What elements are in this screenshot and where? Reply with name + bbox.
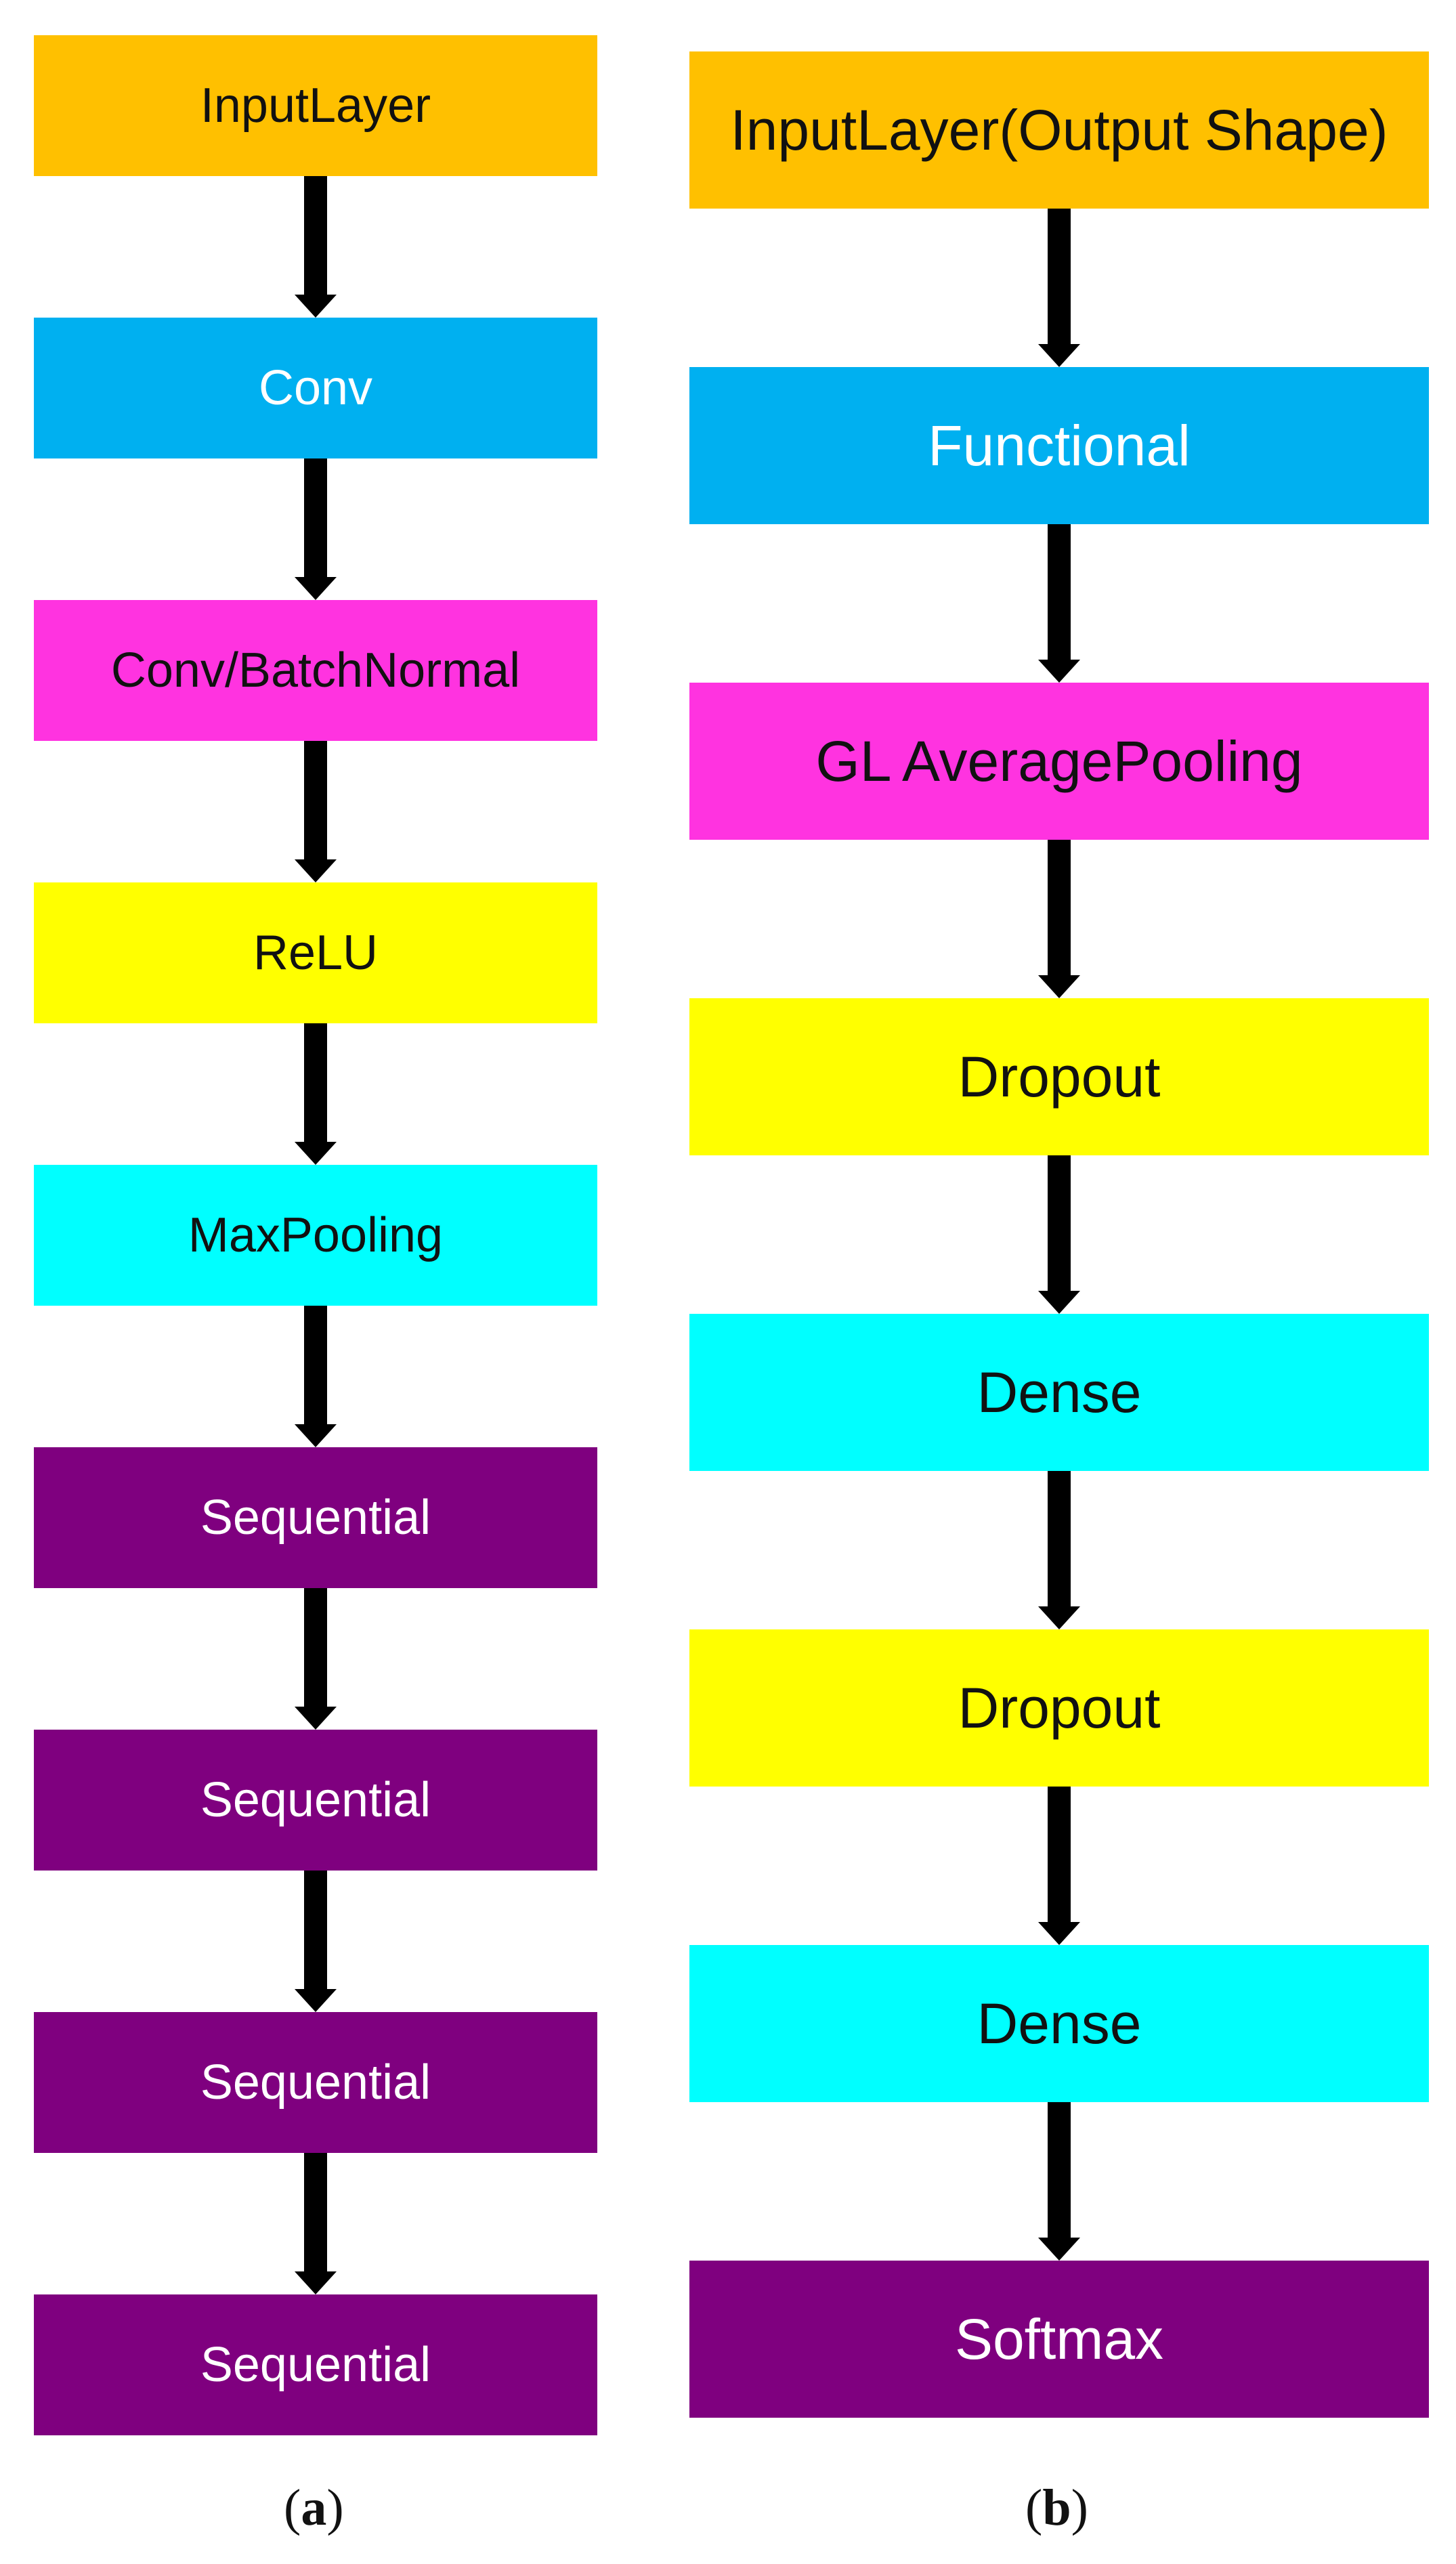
arrow-down-icon: [295, 1871, 337, 2012]
layer-box: Dropout: [689, 998, 1429, 1155]
flow-arrow: [1038, 524, 1080, 683]
arrow-down-icon: [295, 1023, 337, 1165]
flow-arrow: [295, 1871, 337, 2012]
arrow-head: [295, 1424, 337, 1447]
layer-box: Dense: [689, 1945, 1429, 2102]
layer-box: Softmax: [689, 2261, 1429, 2418]
arrow-down-icon: [295, 176, 337, 318]
layer-box: Sequential: [34, 1730, 597, 1871]
arrow-down-icon: [295, 1306, 337, 1447]
arrow-head: [1038, 2238, 1080, 2261]
flow-arrow: [1038, 209, 1080, 367]
layer-box: ReLU: [34, 882, 597, 1023]
arrow-head: [1038, 1291, 1080, 1314]
arrow-down-icon: [295, 741, 337, 882]
flow-arrow: [295, 1588, 337, 1730]
layer-box: Sequential: [34, 1447, 597, 1588]
arrow-head: [1038, 1606, 1080, 1629]
layer-label: GL AveragePooling: [815, 729, 1303, 793]
arrow-down-icon: [1038, 209, 1080, 367]
arrow-shaft: [1048, 1471, 1071, 1606]
layer-label: Dropout: [958, 1675, 1161, 1740]
flow-arrow: [295, 1023, 337, 1165]
layer-label: Conv/BatchNormal: [110, 643, 521, 698]
arrow-head: [1038, 660, 1080, 683]
layer-box: Sequential: [34, 2012, 597, 2153]
layer-label: MaxPooling: [188, 1208, 444, 1262]
arrow-head: [295, 1142, 337, 1165]
arrow-head: [1038, 1922, 1080, 1945]
layer-label: Sequential: [200, 2055, 431, 2110]
layer-box: InputLayer: [34, 35, 597, 176]
arrow-shaft: [304, 1871, 327, 1989]
arrow-shaft: [304, 741, 327, 859]
flow-arrow: [1038, 1787, 1080, 1945]
layer-box: GL AveragePooling: [689, 683, 1429, 840]
arrow-shaft: [304, 458, 327, 577]
layer-box: Conv: [34, 318, 597, 458]
layer-label: Sequential: [200, 1773, 431, 1827]
arrow-head: [295, 1989, 337, 2012]
layer-box: MaxPooling: [34, 1165, 597, 1306]
arrow-down-icon: [295, 1588, 337, 1730]
flow-arrow: [1038, 2102, 1080, 2261]
arrow-down-icon: [1038, 2102, 1080, 2261]
layer-box: Dropout: [689, 1629, 1429, 1787]
flow-arrow: [295, 458, 337, 600]
flow-arrow: [295, 741, 337, 882]
arrow-shaft: [1048, 209, 1071, 344]
arrow-down-icon: [295, 458, 337, 600]
layer-label: Sequential: [200, 1491, 431, 1545]
arrow-down-icon: [1038, 524, 1080, 683]
arrow-down-icon: [295, 2153, 337, 2294]
flow-arrow: [295, 1306, 337, 1447]
arrow-shaft: [1048, 2102, 1071, 2238]
arrow-head: [295, 1707, 337, 1730]
layer-label: Softmax: [954, 2307, 1164, 2371]
layer-box: Sequential: [34, 2294, 597, 2435]
arrow-down-icon: [1038, 1787, 1080, 1945]
arrow-shaft: [1048, 1787, 1071, 1922]
layer-box: Dense: [689, 1314, 1429, 1471]
arrow-down-icon: [1038, 1155, 1080, 1314]
layer-label: Conv: [258, 361, 373, 415]
caption-a: (a): [284, 2479, 344, 2536]
arrow-head: [1038, 344, 1080, 367]
arrow-down-icon: [1038, 1471, 1080, 1629]
layer-box: InputLayer(Output Shape): [689, 51, 1429, 209]
flow-arrow: [295, 176, 337, 318]
arrow-shaft: [304, 1588, 327, 1707]
arrow-head: [295, 2271, 337, 2294]
arrow-head: [1038, 975, 1080, 998]
layer-label: Dense: [977, 1360, 1142, 1424]
layer-label: Dropout: [958, 1044, 1161, 1109]
arrow-shaft: [304, 2153, 327, 2271]
arrow-shaft: [1048, 1155, 1071, 1291]
arrow-head: [295, 577, 337, 600]
arrow-down-icon: [1038, 840, 1080, 998]
layer-box: Conv/BatchNormal: [34, 600, 597, 741]
arrow-head: [295, 859, 337, 882]
layer-label: Sequential: [200, 2338, 431, 2392]
layer-label: Dense: [977, 1991, 1142, 2055]
arrow-shaft: [304, 1023, 327, 1142]
layer-label: InputLayer(Output Shape): [730, 98, 1388, 162]
flow-arrow: [1038, 840, 1080, 998]
arrow-shaft: [1048, 524, 1071, 660]
arrow-shaft: [304, 176, 327, 295]
arrow-shaft: [1048, 840, 1071, 975]
layer-box: Functional: [689, 367, 1429, 524]
flow-arrow: [1038, 1471, 1080, 1629]
arrow-head: [295, 295, 337, 318]
layer-label: ReLU: [253, 926, 379, 980]
flow-arrow: [295, 2153, 337, 2294]
layer-label: InputLayer: [200, 79, 431, 133]
layer-label: Functional: [928, 413, 1191, 477]
flow-arrow: [1038, 1155, 1080, 1314]
arrow-shaft: [304, 1306, 327, 1424]
caption-b: (b): [1025, 2479, 1088, 2536]
